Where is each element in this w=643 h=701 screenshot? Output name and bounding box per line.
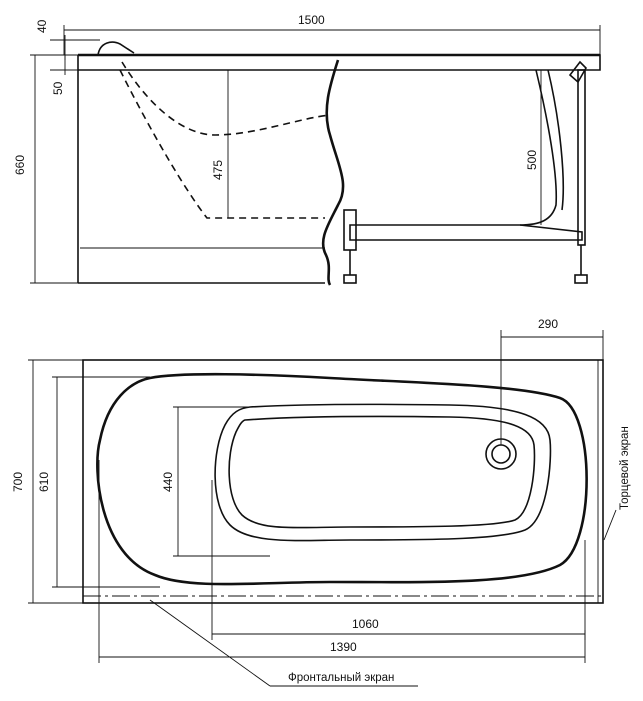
dim-width-440: 440 bbox=[161, 406, 270, 557]
dim-height-660: 660 bbox=[13, 54, 78, 284]
dim-text-40: 40 bbox=[35, 19, 49, 33]
dim-length-1500: 1500 bbox=[63, 13, 601, 55]
dim-text-1390: 1390 bbox=[330, 640, 357, 654]
dim-depth-475: 475 bbox=[211, 70, 229, 218]
dim-drain-290: 290 bbox=[500, 317, 604, 445]
front-panel-label: Фронтальный экран bbox=[149, 599, 418, 687]
top-view: 290 700 610 440 1060 bbox=[11, 317, 631, 687]
dim-drop-50: 50 bbox=[50, 55, 78, 95]
dim-text-1060: 1060 bbox=[352, 617, 379, 631]
dim-text-660: 660 bbox=[13, 155, 27, 175]
dim-text-475: 475 bbox=[211, 160, 225, 180]
drain-inner bbox=[491, 444, 511, 464]
dim-text-1500: 1500 bbox=[298, 13, 325, 27]
dim-text-290: 290 bbox=[538, 317, 558, 331]
dim-depth-500: 500 bbox=[525, 70, 542, 225]
end-panel-text: Торцевой экран bbox=[619, 426, 631, 510]
dim-text-610: 610 bbox=[37, 472, 51, 492]
dim-text-700: 700 bbox=[11, 472, 25, 492]
dim-width-610: 610 bbox=[37, 376, 160, 588]
dim-length-1060: 1060 bbox=[211, 480, 586, 640]
dim-length-1390: 1390 bbox=[98, 460, 586, 663]
end-panel-label: Торцевой экран bbox=[603, 426, 631, 541]
dim-text-50: 50 bbox=[51, 81, 65, 95]
dim-text-500: 500 bbox=[525, 150, 539, 170]
dim-text-440: 440 bbox=[161, 472, 175, 492]
front-panel-text: Фронтальный экран bbox=[288, 672, 394, 684]
dim-width-700: 700 bbox=[11, 359, 83, 604]
side-view: 1500 40 50 660 475 500 bbox=[13, 13, 601, 286]
